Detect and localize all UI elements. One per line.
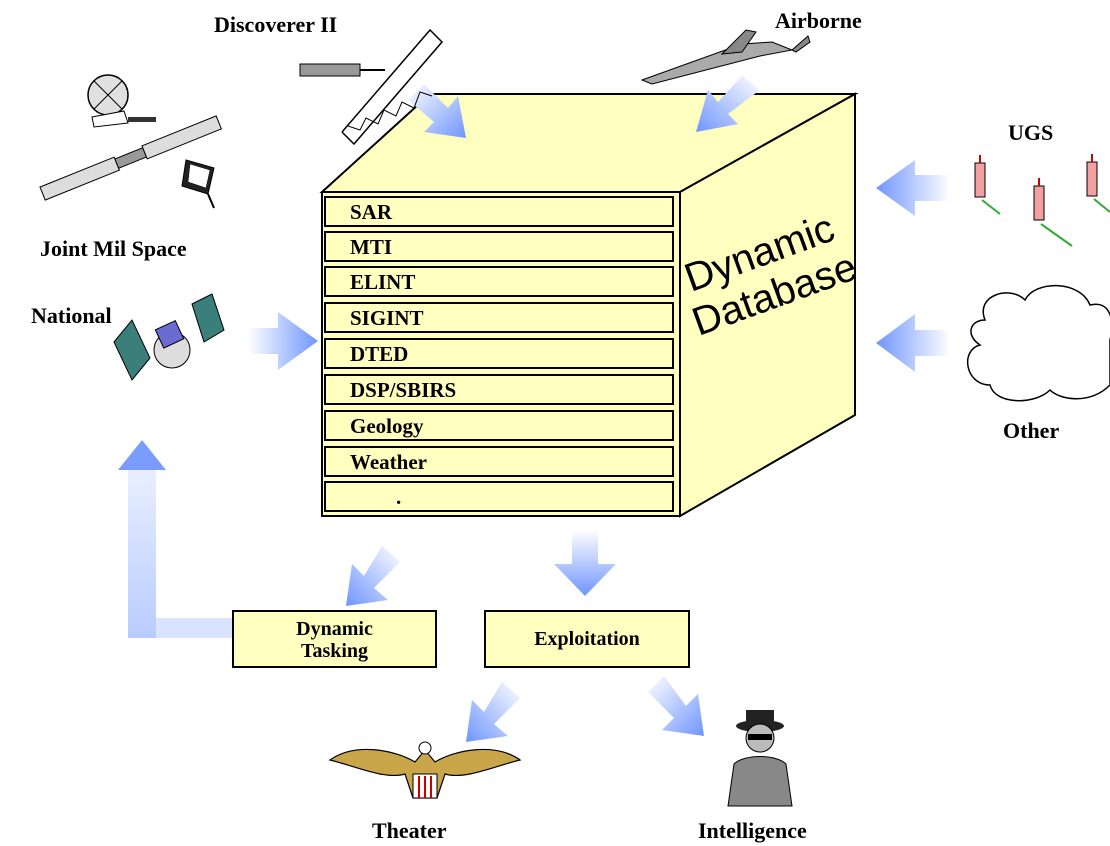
tasking-line1: Dynamic [296,618,373,640]
agent-icon [727,710,793,807]
arrow-discoverer [408,84,466,138]
tasking-line2: Tasking [300,640,369,662]
cloud-icon [966,284,1110,402]
eagle-icon [328,741,522,799]
label-other: Other [1003,418,1060,443]
layer-label: DTED [350,342,409,366]
layer-sigint: SIGINT [324,302,674,333]
layer-weather: Weather [324,446,674,477]
layer-label: Geology [350,414,424,438]
layer-label: DSP/SBIRS [350,378,457,402]
arrow-other [876,314,950,372]
label-theater: Theater [372,818,447,843]
layer-sar: SAR [324,196,674,227]
satellite-national-icon [113,293,225,381]
layer-mti: MTI [324,231,674,262]
exploitation-box: Exploitation [484,610,690,668]
arrow-to-intelligence [648,676,704,736]
arrow-to-tasking [346,546,400,606]
arrow-ugs [876,160,950,216]
layer-elint: ELINT [324,266,674,297]
layer-label: ELINT [350,270,416,294]
feedback-arrow-head [118,440,166,470]
feedback-arrow-vertical [128,470,156,638]
arrow-airborne [696,76,760,132]
label-joint-mil-space: Joint Mil Space [40,236,187,261]
satellite-icon [39,115,223,201]
layer-label: MTI [350,235,392,259]
layer-dted: DTED [324,338,674,369]
layer-dsp-sbirs: DSP/SBIRS [324,374,674,405]
sensor-probe-icon [974,154,1110,247]
arrow-to-exploitation [554,530,616,596]
spacecraft-icon [181,159,215,209]
truss-satellite-icon [299,28,444,146]
label-airborne: Airborne [775,8,862,33]
label-discoverer: Discoverer II [214,12,338,37]
layer-label: SAR [350,200,393,224]
arrow-to-theater [466,682,520,742]
dynamic-tasking-box: Dynamic Tasking [232,610,437,668]
label-national: National [31,303,112,328]
label-intelligence: Intelligence [698,818,807,843]
layer-geology: Geology [324,410,674,441]
aircraft-icon [640,29,811,85]
exploitation-label: Exploitation [534,628,640,650]
layer-label: SIGINT [350,306,424,330]
arrow-national [248,312,318,370]
layer-more: . [324,481,674,512]
layer-label: . [396,485,402,509]
layer-label: Weather [350,450,427,474]
satellite-dish-icon [87,74,156,128]
label-ugs: UGS [1008,120,1054,145]
